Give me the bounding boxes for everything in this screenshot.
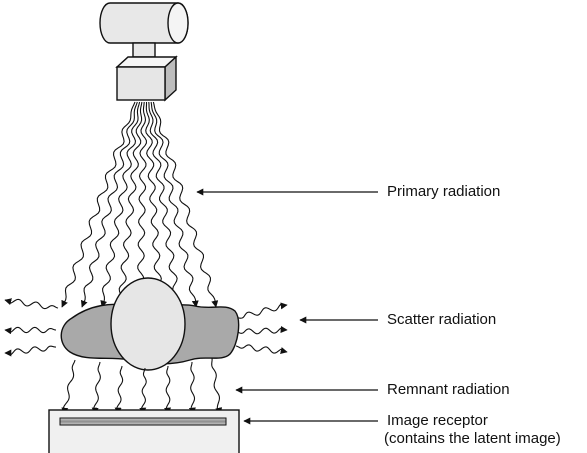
primary-ray: [137, 101, 147, 308]
scatter-ray: [4, 345, 57, 357]
primary-ray: [145, 101, 164, 308]
remnant-ray: [91, 361, 101, 415]
primary-ray: [150, 101, 199, 308]
xray-tube: [99, 2, 189, 102]
patient-head: [110, 277, 186, 371]
primary-radiation-label: Primary radiation: [387, 183, 501, 200]
remnant-ray: [139, 367, 147, 415]
scatter-ray: [235, 344, 288, 354]
patient: [60, 277, 240, 371]
remnant-ray: [211, 357, 223, 415]
receptor-housing: [48, 409, 240, 453]
scatter-ray: [4, 326, 57, 335]
image-receptor-sublabel: (contains the latent image): [384, 430, 561, 447]
primary-ray: [100, 101, 141, 308]
remnant-radiation-rays: [61, 357, 223, 415]
scatter-radiation-rays: [4, 298, 288, 357]
scatter-ray: [235, 302, 288, 319]
scatter-ray: [4, 298, 59, 310]
scatter-ray: [235, 326, 288, 335]
remnant-ray: [188, 361, 196, 415]
receptor-film: [59, 417, 227, 426]
remnant-ray: [114, 365, 124, 415]
image-receptor: [48, 409, 240, 453]
scatter-radiation-label: Scatter radiation: [387, 311, 497, 328]
primary-ray: [152, 101, 219, 308]
label-pointers: [196, 188, 378, 425]
tube-neck: [132, 42, 156, 58]
primary-ray: [61, 101, 136, 308]
collimator-box-front: [116, 66, 166, 101]
remnant-ray: [164, 365, 172, 415]
primary-ray: [148, 101, 182, 308]
remnant-ray: [61, 359, 76, 415]
tube-cylinder-end: [167, 2, 189, 44]
primary-ray: [117, 101, 143, 308]
image-receptor-label: Image receptor: [387, 412, 488, 429]
primary-ray: [80, 101, 138, 308]
remnant-radiation-label: Remnant radiation: [387, 381, 510, 398]
primary-radiation-rays: [61, 101, 219, 308]
